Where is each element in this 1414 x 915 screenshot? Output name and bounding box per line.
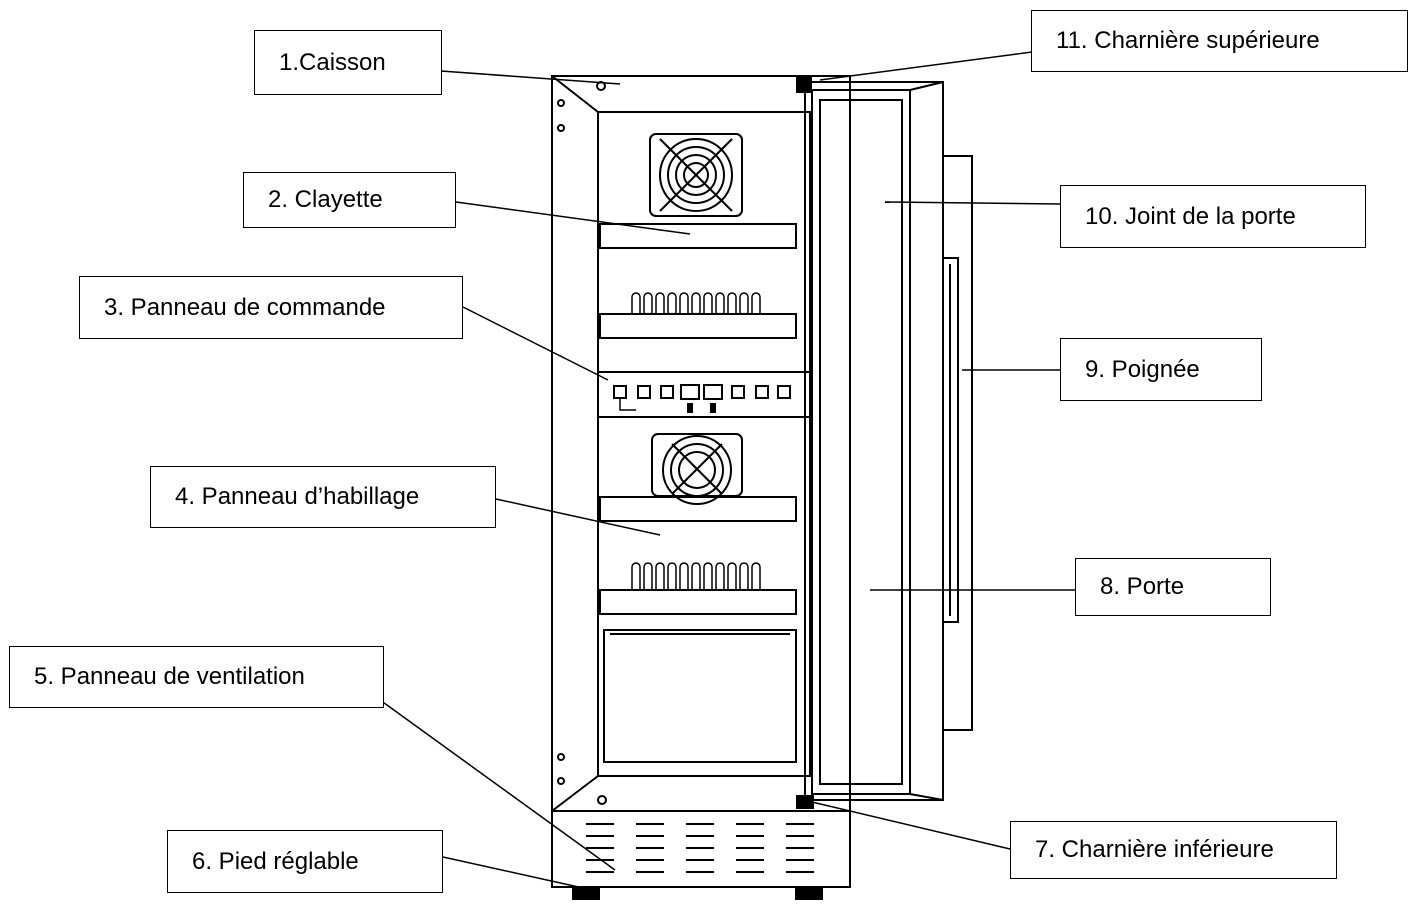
label-charniere-inferieure: 7. Charnière inférieure [1010, 821, 1337, 879]
shelf-2 [599, 313, 797, 339]
label-caisson: 1.Caisson [254, 30, 442, 95]
label-panneau-de-ventilation: 5. Panneau de ventilation [9, 646, 384, 708]
vent-panel-drawing [551, 810, 851, 888]
shelf-3 [599, 496, 797, 522]
label-charniere-superieure: 11. Charnière supérieure [1031, 10, 1408, 72]
label-clayette: 2. Clayette [243, 172, 456, 228]
right-foot [795, 886, 823, 900]
label-panneau-dhabillage: 4. Panneau d’habillage [150, 466, 496, 528]
shelf-4 [599, 589, 797, 615]
inner-cavity [597, 111, 811, 777]
appliance-drawing [551, 75, 973, 900]
door-drawing [804, 81, 944, 801]
leader-lines [379, 51, 1075, 889]
upper-fan [649, 133, 743, 217]
shelf-1 [599, 223, 797, 249]
label-poignee: 9. Poignée [1060, 338, 1262, 401]
label-porte: 8. Porte [1075, 558, 1271, 616]
handle-drawing [943, 155, 973, 731]
control-panel-drawing [597, 371, 811, 418]
label-joint-de-la-porte: 10. Joint de la porte [1060, 185, 1366, 248]
bottom-compartment [603, 629, 797, 763]
lower-fan [651, 433, 743, 505]
upper-grille [631, 292, 761, 314]
left-foot [572, 886, 600, 900]
label-pied-reglable: 6. Pied réglable [167, 830, 443, 893]
label-panneau-de-commande: 3. Panneau de commande [79, 276, 463, 339]
lower-grille [631, 562, 761, 590]
